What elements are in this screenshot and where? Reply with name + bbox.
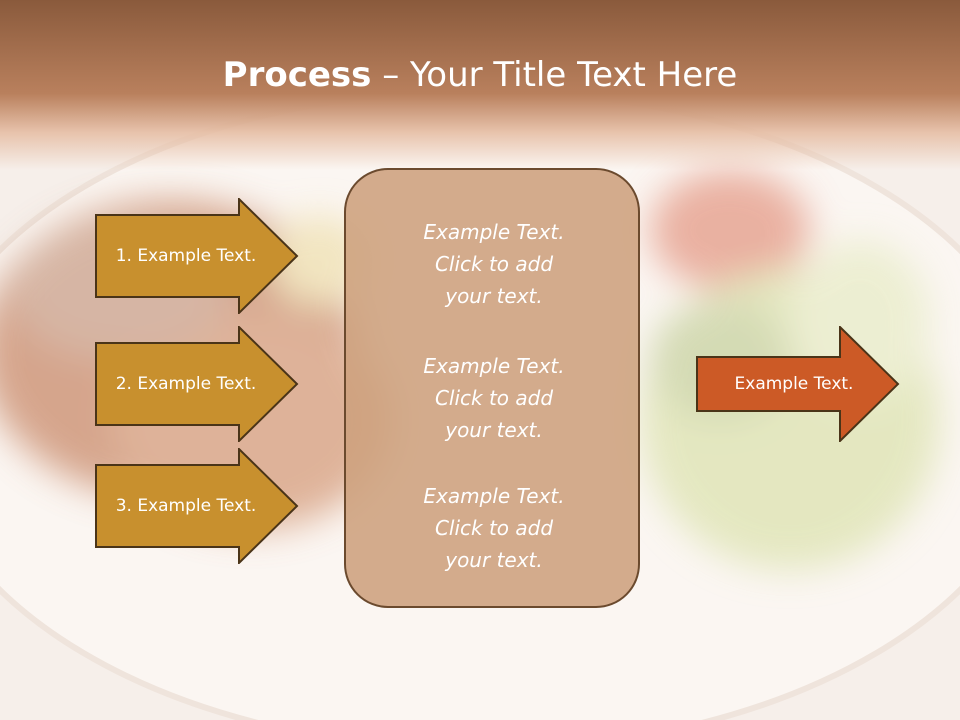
panel-text-line: Example Text. [423,354,565,378]
process-step-arrow-2[interactable]: 2. Example Text. [95,326,300,442]
process-step-arrow-3[interactable]: 3. Example Text. [95,448,300,564]
panel-text-line: Example Text. [423,220,565,244]
panel-text-line: your text. [445,284,543,308]
panel-text-line: your text. [445,548,543,572]
process-text-panel[interactable]: Example Text. Click to add your text. Ex… [344,168,640,608]
result-arrow[interactable]: Example Text. [696,326,901,442]
panel-text-line: Example Text. [423,484,565,508]
panel-text-block-3[interactable]: Example Text. Click to add your text. [346,480,642,576]
panel-text-line: Click to add [434,386,554,410]
process-step-label: 3. Example Text. [115,496,257,516]
arrow-right-shape [95,448,299,564]
slide-title[interactable]: Process – Your Title Text Here [0,50,960,100]
panel-text-line: Click to add [434,516,554,540]
arrow-right-shape [95,198,299,314]
panel-text-block-1[interactable]: Example Text. Click to add your text. [346,216,642,312]
result-arrow-label: Example Text. [734,374,854,394]
process-step-label: 1. Example Text. [115,246,257,266]
title-bold: Process [222,55,372,95]
arrow-right-shape [696,326,900,442]
title-rest: Your Title Text Here [410,55,738,95]
panel-text-line: your text. [445,418,543,442]
title-band [0,0,960,170]
process-step-arrow-1[interactable]: 1. Example Text. [95,198,300,314]
title-dash: – [371,55,411,95]
panel-text-block-2[interactable]: Example Text. Click to add your text. [346,350,642,446]
process-step-label: 2. Example Text. [115,374,257,394]
arrow-right-shape [95,326,299,442]
panel-text-line: Click to add [434,252,554,276]
